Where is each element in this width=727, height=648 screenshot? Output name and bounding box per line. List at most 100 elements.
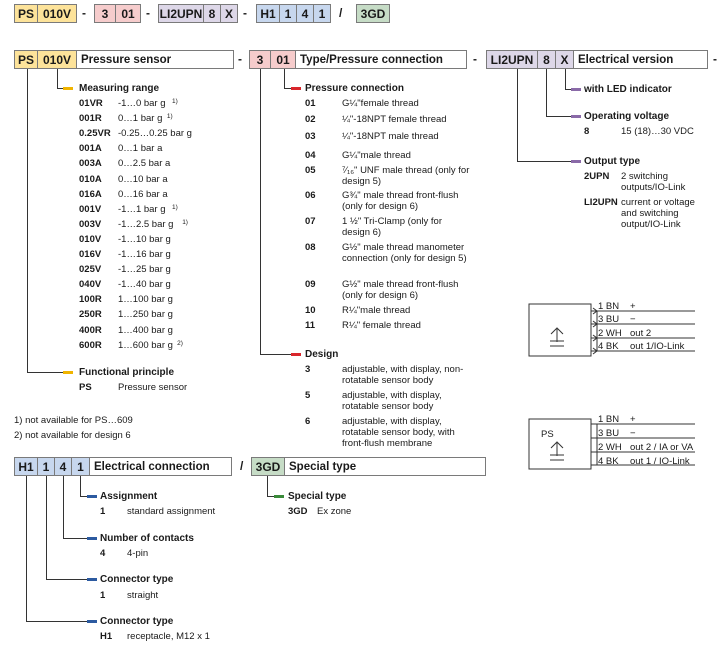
code-dash-3: - xyxy=(243,6,247,20)
measuring-value: -1…1 bar g xyxy=(118,203,166,215)
wire2-bn-val: + xyxy=(630,414,636,425)
tree-line xyxy=(26,621,87,622)
functional-code: PS xyxy=(79,382,92,393)
code-special: 3GD xyxy=(356,4,390,23)
connection-code: 03 xyxy=(305,131,316,142)
hdr-voltage: 8 xyxy=(537,50,556,69)
marker-output xyxy=(571,160,581,163)
output-code-1: 2UPN xyxy=(584,171,610,182)
hdr-connection: 01 xyxy=(270,50,296,69)
footnote-2: 2) not available for design 6 xyxy=(14,430,131,441)
wire1-bk: 4 BK xyxy=(598,341,619,352)
measuring-value: -1…40 bar g xyxy=(118,279,171,291)
tree-line xyxy=(517,69,518,161)
code-h1: H1 xyxy=(256,4,280,23)
connection-value: ¼"-18NPT male thread xyxy=(342,131,439,142)
connection-value: G½" male thread front-flush (only for de… xyxy=(342,279,459,301)
marker-special xyxy=(274,495,284,498)
connection-value: ⁷⁄₁₆" UNF male thread (only for design 5… xyxy=(342,165,470,187)
connector-type-2-code: H1 xyxy=(100,631,113,642)
marker-connector-type-2 xyxy=(87,620,97,623)
measuring-value: 1…400 bar g xyxy=(118,324,173,336)
connection-code: 07 xyxy=(305,216,316,227)
connection-code: 06 xyxy=(305,190,316,201)
code-connection: 01 xyxy=(115,4,141,23)
code-output: LI2UPN xyxy=(158,4,204,23)
wiring-diagram-1 xyxy=(528,303,695,357)
wire1-bk-val: out 1/IO-Link xyxy=(630,341,685,352)
voltage-code: 8 xyxy=(584,126,590,137)
tree-line xyxy=(565,69,566,89)
measuring-code: 010A xyxy=(79,173,102,185)
measuring-range-title: Measuring range xyxy=(79,83,160,94)
marker-assignment xyxy=(87,495,97,498)
measuring-code: 100R xyxy=(79,294,102,306)
code-design: 3 xyxy=(94,4,116,23)
contacts-title: Number of contacts xyxy=(100,533,194,544)
tree-line xyxy=(267,496,274,497)
connection-value: R¼" female thread xyxy=(342,320,421,331)
tree-line xyxy=(267,476,268,496)
tree-line xyxy=(46,476,47,579)
hdr-electrical-version: Electrical version xyxy=(573,50,708,69)
special-value: Ex zone xyxy=(317,506,352,517)
measuring-code: 016A xyxy=(79,188,102,200)
measuring-code: 001A xyxy=(79,143,102,155)
marker-connector-type-1 xyxy=(87,578,97,581)
measuring-code: 003A xyxy=(79,158,102,170)
measuring-value: -1…25 bar g xyxy=(118,264,171,276)
output-title: Output type xyxy=(584,156,641,167)
design-code: 6 xyxy=(305,416,311,427)
voltage-value: 15 (18)…30 VDC xyxy=(621,126,694,137)
tree-line xyxy=(63,538,87,539)
contacts-code: 4 xyxy=(100,548,106,559)
connection-value: G¾" male thread front-flush (only for de… xyxy=(342,190,459,212)
special-title: Special type xyxy=(288,491,347,502)
connector-type-1-value: straight xyxy=(127,590,159,601)
measuring-value: -0.25…0.25 bar g xyxy=(118,128,192,140)
connector-type-1-title: Connector type xyxy=(100,574,174,585)
wire2-bk: 4 BK xyxy=(598,456,619,467)
measuring-value: 1…250 bar g xyxy=(118,309,173,321)
tree-line xyxy=(260,354,291,355)
tree-line xyxy=(565,89,571,90)
measuring-code: 001V xyxy=(79,203,102,215)
footnote-ref: 1) xyxy=(172,98,178,105)
wire2-wh: 2 WH xyxy=(598,442,622,453)
code-connector: 1 xyxy=(313,4,331,23)
measuring-code: 003V xyxy=(79,218,102,230)
tree-line xyxy=(546,116,571,117)
code-range: 010V xyxy=(37,4,77,23)
hdr-pressure-sensor: Pressure sensor xyxy=(76,50,234,69)
contacts-value: 4-pin xyxy=(127,548,149,559)
marker-pressure-connection xyxy=(291,87,301,90)
measuring-value: 0…16 bar a xyxy=(118,188,168,200)
tree-line xyxy=(27,372,63,373)
wire2-bn: 1 BN xyxy=(598,414,620,425)
tree-line xyxy=(46,579,87,580)
connection-code: 01 xyxy=(305,98,316,109)
tree-line xyxy=(284,69,285,89)
code-contacts: 4 xyxy=(296,4,314,23)
connection-value: G¼"female thread xyxy=(342,98,419,109)
marker-voltage xyxy=(571,115,581,118)
hdr-range: 010V xyxy=(37,50,77,69)
marker-design xyxy=(291,353,301,356)
functional-value: Pressure sensor xyxy=(118,382,188,393)
hdr2-assignment: 1 xyxy=(37,457,55,476)
assignment-title: Assignment xyxy=(100,491,158,502)
measuring-value: 0…10 bar a xyxy=(118,173,168,185)
code-ps: PS xyxy=(14,4,38,23)
tree-line xyxy=(26,476,27,621)
measuring-code: 010V xyxy=(79,233,102,245)
code-slash: / xyxy=(339,6,343,20)
hdr2-connector: 1 xyxy=(71,457,90,476)
wire1-wh-val: out 2 xyxy=(630,328,652,339)
design-code: 3 xyxy=(305,364,311,375)
functional-principle-title: Functional principle xyxy=(79,367,175,378)
measuring-code: 0.25VR xyxy=(79,128,111,140)
output-code-2: LI2UPN xyxy=(584,197,618,208)
measuring-code: 400R xyxy=(79,324,102,336)
measuring-value: -1…0 bar g xyxy=(118,98,166,109)
measuring-code: 01VR xyxy=(79,98,103,109)
